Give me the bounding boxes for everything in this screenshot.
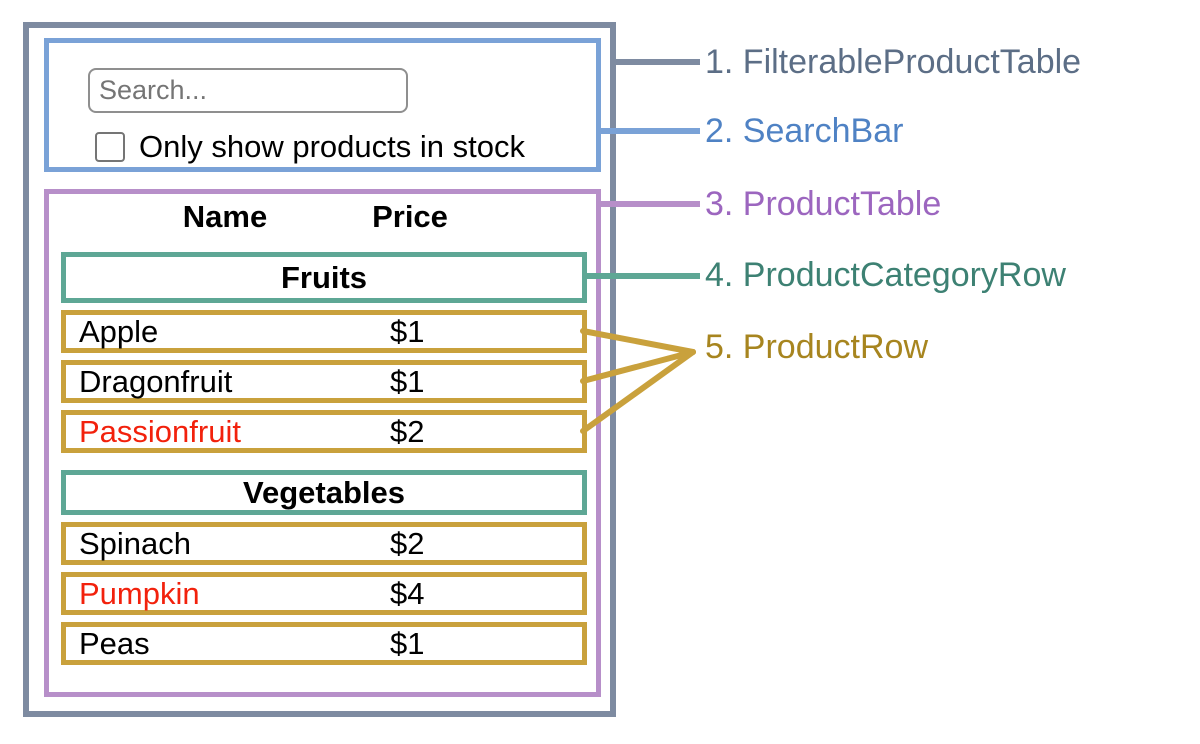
product-price: $2 [390, 413, 425, 449]
category-label: Fruits [280, 259, 368, 295]
product-row-passionfruit: Passionfruit $2 [61, 410, 587, 453]
category-label: Vegetables [243, 474, 405, 510]
category-row-fruits: Fruits [61, 252, 587, 303]
product-name: Dragonfruit [79, 363, 233, 399]
legend-item-product-category-row: 4. ProductCategoryRow [705, 256, 1066, 294]
product-name: Peas [79, 625, 150, 661]
legend-item-product-table: 3. ProductTable [705, 185, 942, 223]
product-row-dragonfruit: Dragonfruit $1 [61, 360, 587, 403]
product-price: $4 [390, 575, 425, 611]
legend-item-filterable-product-table: 1. FilterableProductTable [705, 43, 1082, 81]
in-stock-checkbox[interactable] [95, 132, 125, 162]
product-price: $1 [390, 625, 425, 661]
search-input[interactable] [88, 68, 408, 113]
legend-item-search-bar: 2. SearchBar [705, 112, 904, 150]
product-table-box [44, 189, 601, 697]
product-name: Pumpkin [79, 575, 200, 611]
legend-item-product-row: 5. ProductRow [705, 328, 928, 366]
product-name: Apple [79, 313, 159, 349]
category-row-vegetables: Vegetables [61, 470, 587, 515]
name-column-header: Name [182, 199, 268, 234]
product-name: Spinach [79, 525, 192, 561]
in-stock-checkbox-label: Only show products in stock [139, 129, 525, 164]
product-row-peas: Peas $1 [61, 622, 587, 665]
product-price: $1 [390, 313, 425, 349]
product-price: $1 [390, 363, 425, 399]
product-row-spinach: Spinach $2 [61, 522, 587, 565]
product-price: $2 [390, 525, 425, 561]
product-row-pumpkin: Pumpkin $4 [61, 572, 587, 615]
search-bar-box [44, 38, 601, 172]
price-column-header: Price [372, 199, 448, 234]
product-row-apple: Apple $1 [61, 310, 587, 353]
product-name: Passionfruit [79, 413, 241, 449]
